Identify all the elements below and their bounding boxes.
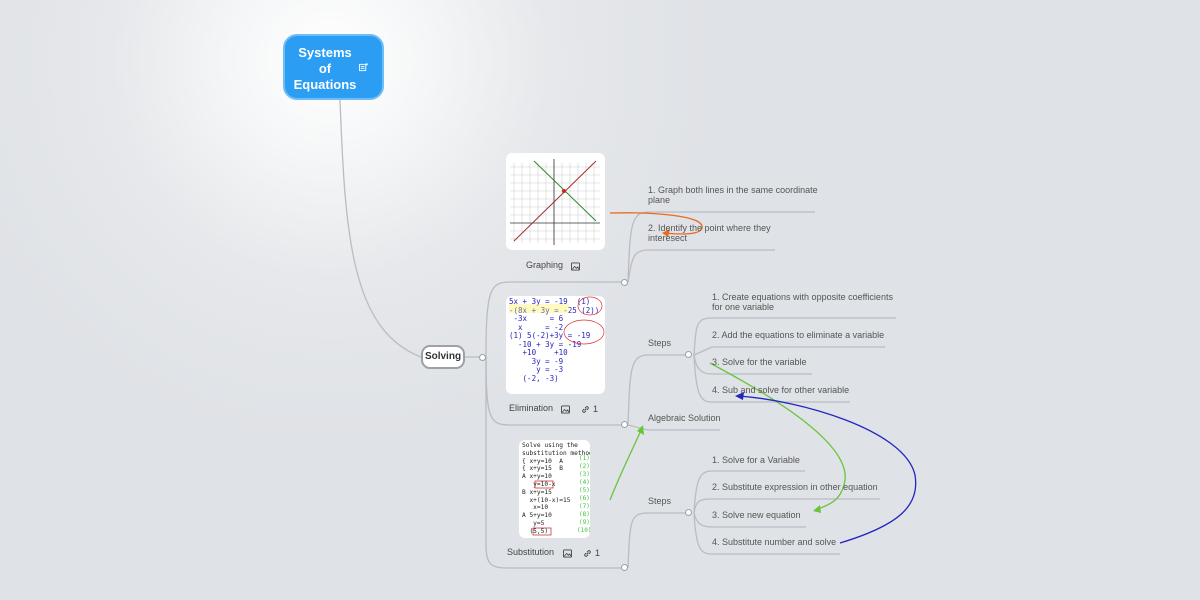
root-topic[interactable]: Systems of Equations: [283, 34, 384, 100]
svg-text:(5): (5): [579, 487, 590, 494]
connector-root-solving: [339, 99, 422, 358]
elimination-step-2[interactable]: 2. Add the equations to eliminate a vari…: [712, 330, 885, 340]
svg-text:(9): (9): [579, 519, 590, 526]
image-icon[interactable]: [561, 405, 570, 414]
collapse-toggle[interactable]: [685, 509, 692, 516]
elimination-step-4[interactable]: 4. Sub and solve for other variable: [712, 385, 850, 395]
svg-text:(3): (3): [579, 471, 590, 478]
graphing-step-2[interactable]: 2. Identify the point where they interes…: [648, 223, 771, 243]
graphing-image[interactable]: [506, 153, 605, 250]
orange-relation-arrow: [609, 212, 703, 235]
collapse-toggle[interactable]: [685, 351, 692, 358]
elimination-link-count: 1: [593, 404, 599, 414]
substitution-image[interactable]: Solve using the substitution method { x+…: [519, 440, 590, 538]
note-icon[interactable]: [359, 63, 368, 72]
elimination-annotations: [509, 296, 605, 345]
substitution-link-count: 1: [595, 548, 601, 558]
green-relation-arrow-algebraic: [609, 427, 643, 501]
link-icon[interactable]: [583, 549, 592, 558]
substitution-annotations: (1)(2)(3) (4)(5)(6) (7)(8)(9)(10): [532, 455, 590, 536]
substitution-steps-label[interactable]: Steps: [648, 496, 672, 506]
svg-text:(4): (4): [579, 479, 590, 486]
substitution-step-3[interactable]: 3. Solve new equation: [712, 510, 801, 520]
elimination-steps-label[interactable]: Steps: [648, 338, 672, 348]
blue-relation-arrow: [737, 395, 917, 544]
graphing-caption: Graphing: [526, 260, 564, 270]
algebraic-solution-label[interactable]: Algebraic Solution: [648, 413, 721, 423]
collapse-toggle[interactable]: [621, 564, 628, 571]
image-icon[interactable]: [563, 549, 572, 558]
elimination-step-1[interactable]: 1. Create equations with opposite coeffi…: [712, 292, 893, 312]
svg-text:(1): (1): [579, 455, 590, 462]
svg-text:(2): (2): [579, 463, 590, 470]
elimination-handwriting: 5x + 3y = -19 (1) -(8x + 3y = -25 (2)) -…: [509, 297, 600, 383]
svg-text:(7): (7): [579, 503, 590, 510]
image-icon[interactable]: [571, 262, 580, 271]
elimination-caption: Elimination: [509, 403, 554, 413]
svg-text:(6): (6): [579, 495, 590, 502]
elimination-image[interactable]: 5x + 3y = -19 (1) -(8x + 3y = -25 (2)) -…: [506, 296, 605, 394]
substitution-step-2[interactable]: 2. Substitute expression in other equati…: [712, 482, 878, 492]
graphing-step-1[interactable]: 1. Graph both lines in the same coordina…: [648, 185, 818, 205]
substitution-caption: Substitution: [507, 547, 555, 557]
substitution-step-4[interactable]: 4. Substitute number and solve: [712, 537, 837, 547]
green-relation-arrow-steps: [709, 362, 846, 511]
collapse-toggle[interactable]: [621, 421, 628, 428]
substitution-handwriting: Solve using the substitution method { x+…: [522, 442, 590, 535]
solving-topic[interactable]: Solving: [421, 345, 465, 369]
substitution-step-1[interactable]: 1. Solve for a Variable: [712, 455, 800, 465]
svg-text:(8): (8): [579, 511, 590, 518]
svg-text:(10): (10): [577, 527, 590, 534]
root-title: Systems of Equations: [293, 45, 357, 92]
elimination-step-3[interactable]: 3. Solve for the variable: [712, 357, 807, 367]
link-icon[interactable]: [581, 405, 590, 414]
collapse-toggle[interactable]: [621, 279, 628, 286]
coordinate-graph: [510, 159, 600, 245]
collapse-toggle[interactable]: [479, 354, 486, 361]
